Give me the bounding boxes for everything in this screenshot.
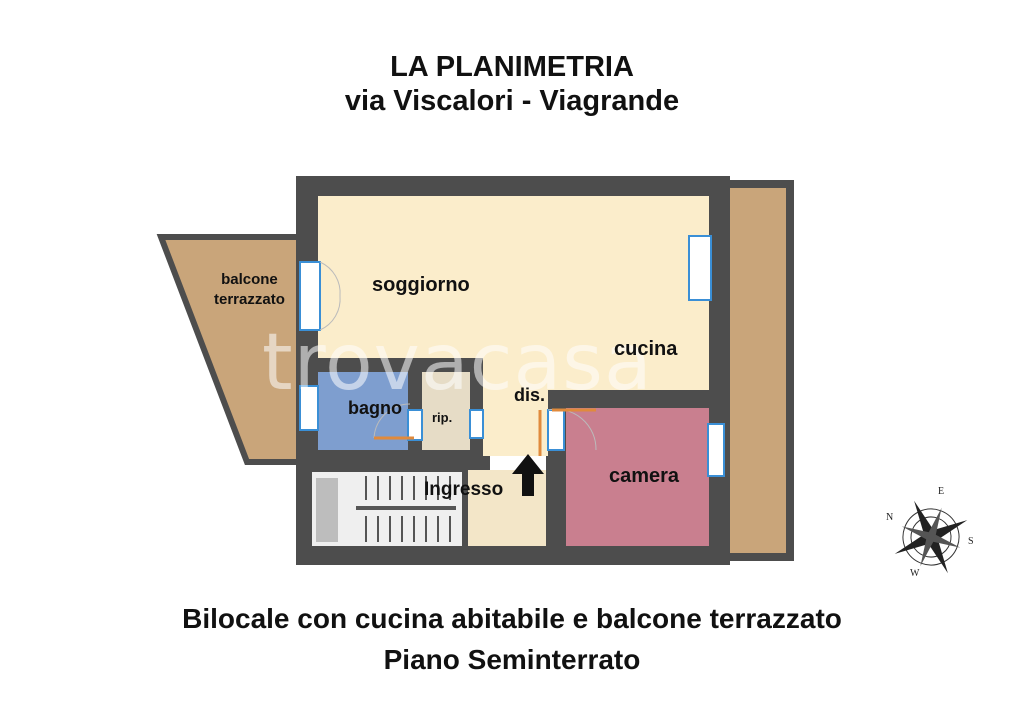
label-bathroom: bagno [348, 398, 402, 418]
plan-subtitle: via Viscalori - Viagrande [344, 85, 680, 117]
entrance-arrow-icon [512, 454, 544, 496]
balcony-right [718, 180, 794, 561]
compass-s: S [968, 536, 974, 547]
label-bedroom: camera [609, 465, 680, 487]
label-balcony-left: balcone terrazzato [214, 271, 285, 308]
footer-description: Bilocale con cucina abitabile e balcone … [182, 603, 842, 634]
bedroom-floor [566, 408, 709, 546]
storage-floor [422, 372, 470, 450]
label-living: soggiorno [372, 274, 470, 296]
footer-floor: Piano Seminterrato [383, 644, 641, 675]
stair-steps [356, 476, 456, 542]
compass-n: N [886, 512, 893, 523]
hall-floor [483, 372, 548, 456]
compass-w: W [910, 568, 920, 579]
windows [299, 235, 725, 477]
compass-e: E [938, 486, 944, 497]
plan-title: LA PLANIMETRIA [390, 51, 634, 83]
label-kitchen: cucina [614, 338, 678, 360]
label-entrance: Ingresso [424, 479, 504, 500]
label-storage: rip. [432, 410, 453, 425]
compass-rose-icon: N E S W [886, 486, 974, 579]
doors [374, 408, 596, 456]
living-floor [318, 196, 709, 456]
label-hall: dis. [514, 385, 546, 405]
watermark: trovacasa [262, 318, 653, 408]
